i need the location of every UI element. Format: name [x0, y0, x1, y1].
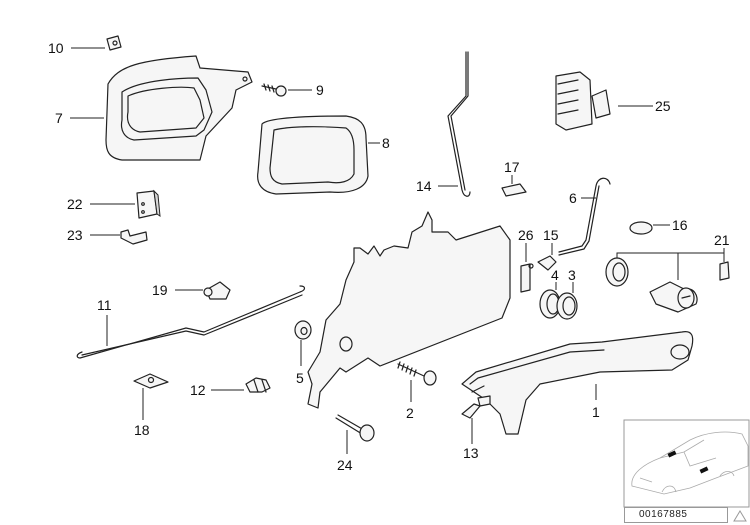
- part-21[interactable]: [605, 257, 730, 313]
- part-11[interactable]: [76, 285, 306, 359]
- part-22[interactable]: [136, 189, 161, 219]
- callout-16[interactable]: 16: [672, 217, 688, 233]
- callout-14[interactable]: 14: [416, 178, 432, 194]
- part-18[interactable]: [133, 373, 169, 389]
- callout-11[interactable]: 11: [97, 297, 112, 313]
- part-12[interactable]: [245, 377, 271, 393]
- callout-12[interactable]: 12: [190, 382, 206, 398]
- reference-number: 00167885: [624, 507, 728, 523]
- callout-19[interactable]: 19: [152, 282, 168, 298]
- callout-17[interactable]: 17: [504, 159, 520, 175]
- callout-10[interactable]: 10: [48, 40, 64, 56]
- callout-15[interactable]: 15: [543, 227, 559, 243]
- part-25[interactable]: [555, 71, 611, 131]
- callout-9[interactable]: 9: [316, 82, 324, 98]
- part-15[interactable]: [537, 255, 557, 271]
- callout-24[interactable]: 24: [337, 457, 353, 473]
- callout-5[interactable]: 5: [296, 370, 304, 386]
- part-3[interactable]: [556, 292, 578, 320]
- part-23[interactable]: [120, 229, 148, 245]
- warning-triangle-icon: [733, 510, 747, 522]
- part-26[interactable]: [520, 263, 534, 293]
- marker-front: [667, 450, 677, 458]
- part-6[interactable]: [558, 177, 611, 256]
- callout-1[interactable]: 1: [592, 404, 600, 420]
- callout-23[interactable]: 23: [67, 227, 83, 243]
- part-7[interactable]: [105, 55, 253, 161]
- callout-21[interactable]: 21: [714, 232, 730, 248]
- callout-26[interactable]: 26: [518, 227, 534, 243]
- part-14[interactable]: [447, 51, 471, 197]
- part-9[interactable]: [261, 83, 287, 97]
- part-16[interactable]: [629, 221, 653, 235]
- part-24[interactable]: [335, 414, 375, 442]
- callout-18[interactable]: 18: [134, 422, 150, 438]
- callout-3[interactable]: 3: [568, 267, 576, 283]
- callout-13[interactable]: 13: [463, 445, 479, 461]
- door-panel: [307, 211, 511, 409]
- part-19[interactable]: [203, 281, 231, 300]
- part-17[interactable]: [501, 183, 527, 197]
- part-1[interactable]: [461, 331, 694, 435]
- callout-4[interactable]: 4: [551, 267, 559, 283]
- callout-22[interactable]: 22: [67, 196, 83, 212]
- car-locator-inset: [623, 419, 750, 508]
- part-10[interactable]: [106, 35, 122, 51]
- callout-2[interactable]: 2: [406, 405, 414, 421]
- callout-7[interactable]: 7: [55, 110, 63, 126]
- part-8[interactable]: [257, 115, 369, 195]
- part-13[interactable]: [461, 395, 491, 419]
- callout-8[interactable]: 8: [382, 135, 390, 151]
- part-2[interactable]: [397, 361, 437, 386]
- part-5[interactable]: [294, 320, 312, 340]
- leader-21: [616, 248, 725, 280]
- callout-6[interactable]: 6: [569, 190, 577, 206]
- callout-25[interactable]: 25: [655, 98, 671, 114]
- marker-rear: [699, 466, 709, 474]
